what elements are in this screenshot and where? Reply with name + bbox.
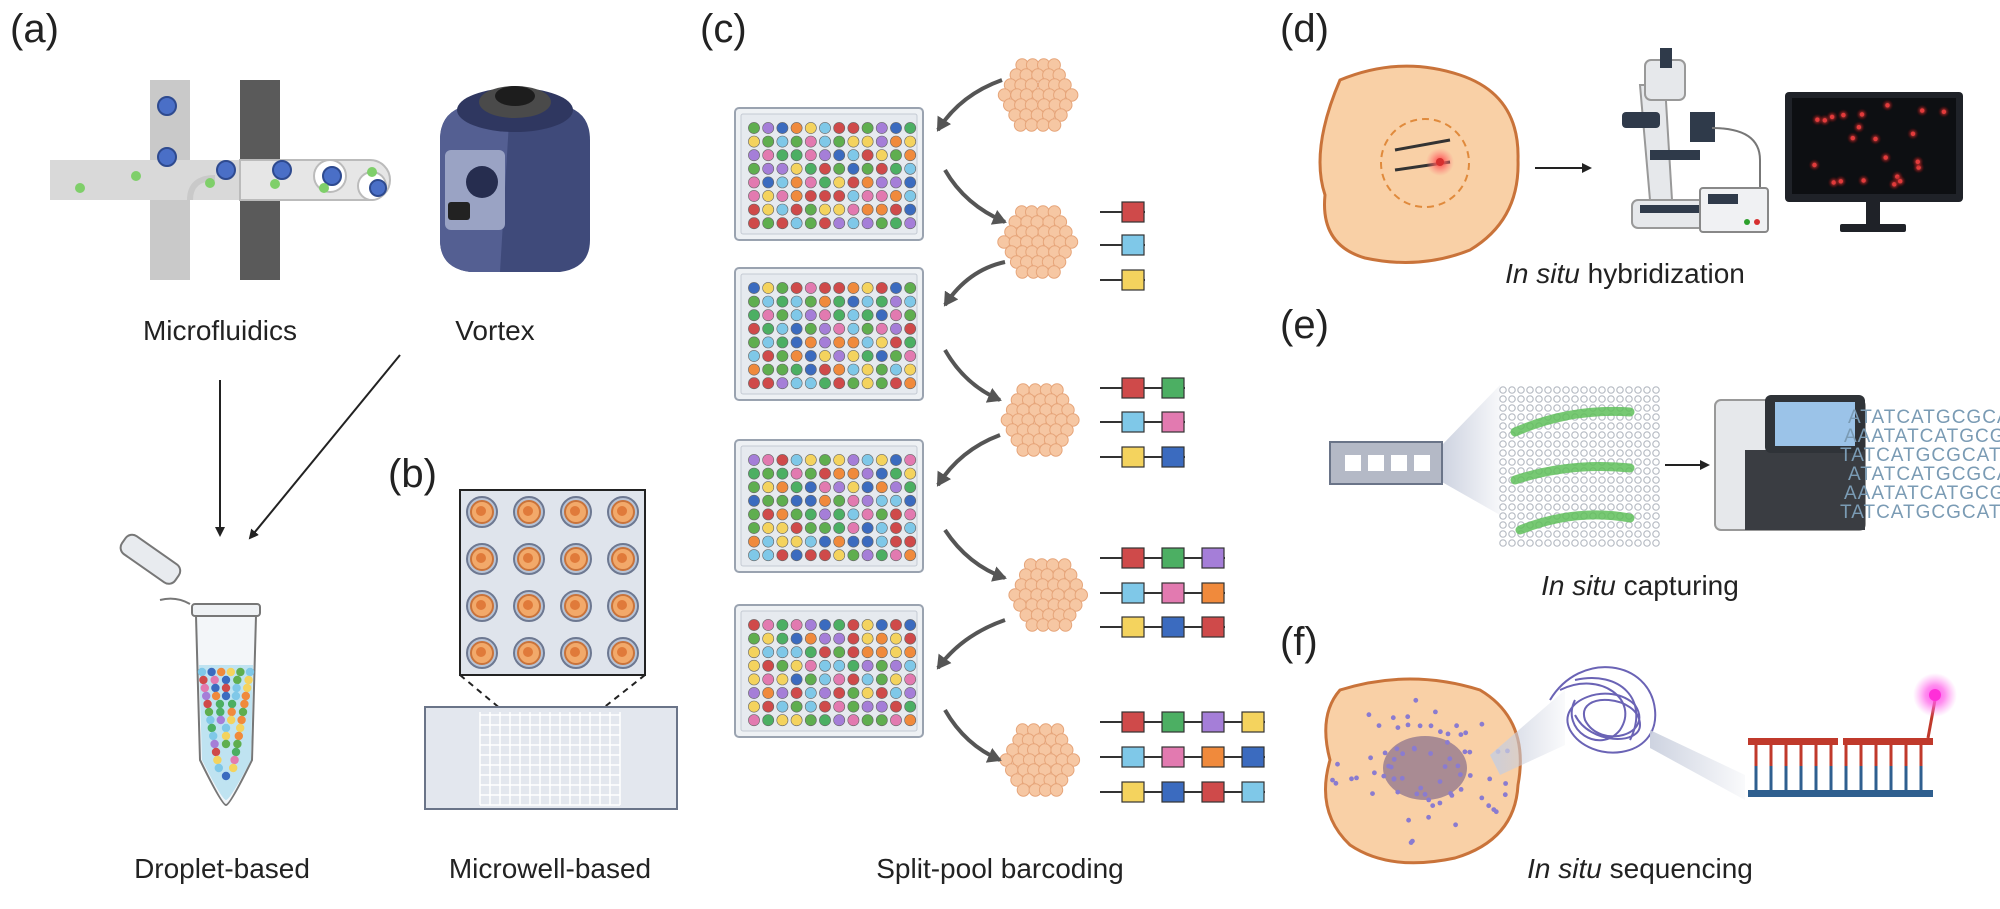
sequencing-probe-ladder (1748, 699, 1937, 797)
microfluidics-chip-icon (50, 80, 391, 280)
microscope-icon (1622, 48, 1769, 233)
split-pool-arrows (936, 78, 1007, 763)
caption-microwell-based: Microwell-based (449, 853, 651, 884)
caption-in-situ-sequencing: In situ sequencing (1527, 853, 1753, 884)
sequencer-icon (1714, 395, 1866, 531)
caption-vortex: Vortex (455, 315, 534, 346)
panel-b: (b) Microwell-based (388, 452, 678, 884)
sequence-read-line: TATCATGCGCAT (1840, 502, 2000, 523)
96-well-plate-icon (734, 439, 924, 573)
barcode-row (1100, 446, 1185, 468)
panel-e-label: (e) (1280, 303, 1329, 347)
96-well-plate-icon (734, 107, 924, 241)
barcode-row (1100, 582, 1225, 604)
tube-droplets (197, 667, 255, 781)
96-well-plates (734, 107, 924, 738)
vortex-mixer-icon (440, 86, 590, 272)
barcode-row (1100, 234, 1145, 256)
cell-cluster-icon (1000, 383, 1080, 457)
sequence-read-line: AAATATCATGCG (1844, 483, 2000, 504)
cell-cluster-icon (999, 723, 1081, 797)
barcode-row (1100, 547, 1225, 569)
barcode-row (1100, 377, 1185, 399)
microwell-slide (424, 706, 678, 810)
sequence-read-line: TATCATGCGCAT (1840, 445, 2000, 466)
cell-clusters (997, 58, 1089, 797)
panel-b-label: (b) (388, 452, 437, 496)
barcode-row (1100, 269, 1145, 291)
cell-cluster-icon (1008, 558, 1089, 632)
panel-c: (c) Split-pool barcoding (700, 7, 1265, 884)
caption-split-pool-barcoding: Split-pool barcoding (876, 853, 1124, 884)
barcode-row (1100, 746, 1265, 768)
barcode-row (1100, 616, 1225, 638)
sequence-reads: ATATCATGCGCATAAATATCATGCGTATCATGCGCATATA… (1840, 407, 2000, 523)
panel-f: (f) In situ sequencing (1280, 620, 1957, 884)
caption-in-situ-capturing: In situ capturing (1541, 570, 1739, 601)
cell-cluster-icon (997, 58, 1079, 132)
sequence-read-line: AAATATCATGCG (1844, 426, 2000, 447)
rolling-circle-product-icon (1549, 666, 1657, 754)
96-well-plate-icon (734, 604, 924, 738)
arrow-vortex-to-tube (248, 354, 401, 540)
sequence-read-line: ATATCATGCGCAT (1848, 464, 2000, 485)
eppendorf-tube-icon (119, 533, 261, 807)
barcode-row (1100, 711, 1265, 733)
caption-in-situ-hybridization: In situ hybridization (1505, 258, 1745, 289)
barcode-row (1100, 781, 1265, 803)
panel-a-label: (a) (10, 7, 59, 51)
cell-icon (1318, 64, 1520, 264)
barcode-rows (1100, 201, 1265, 803)
microwell-array-icon (466, 496, 639, 669)
panel-d: (d) I (1280, 7, 1963, 289)
caption-droplet-based: Droplet-based (134, 853, 310, 884)
barcode-row (1100, 411, 1185, 433)
panel-d-label: (d) (1280, 7, 1329, 51)
96-well-plate-icon (734, 267, 924, 401)
caption-microfluidics: Microfluidics (143, 315, 297, 346)
cell-cluster-icon (997, 205, 1079, 279)
sequence-read-line: ATATCATGCGCAT (1848, 407, 2000, 428)
panel-c-label: (c) (700, 7, 747, 51)
panel-e: (e) ATATCATGCGCATAAATATCATGCGTATCATGCGCA… (1280, 303, 2000, 601)
barcode-row (1100, 201, 1145, 223)
panel-f-label: (f) (1280, 620, 1318, 664)
panel-a: (a) Microfluidics (10, 7, 590, 884)
